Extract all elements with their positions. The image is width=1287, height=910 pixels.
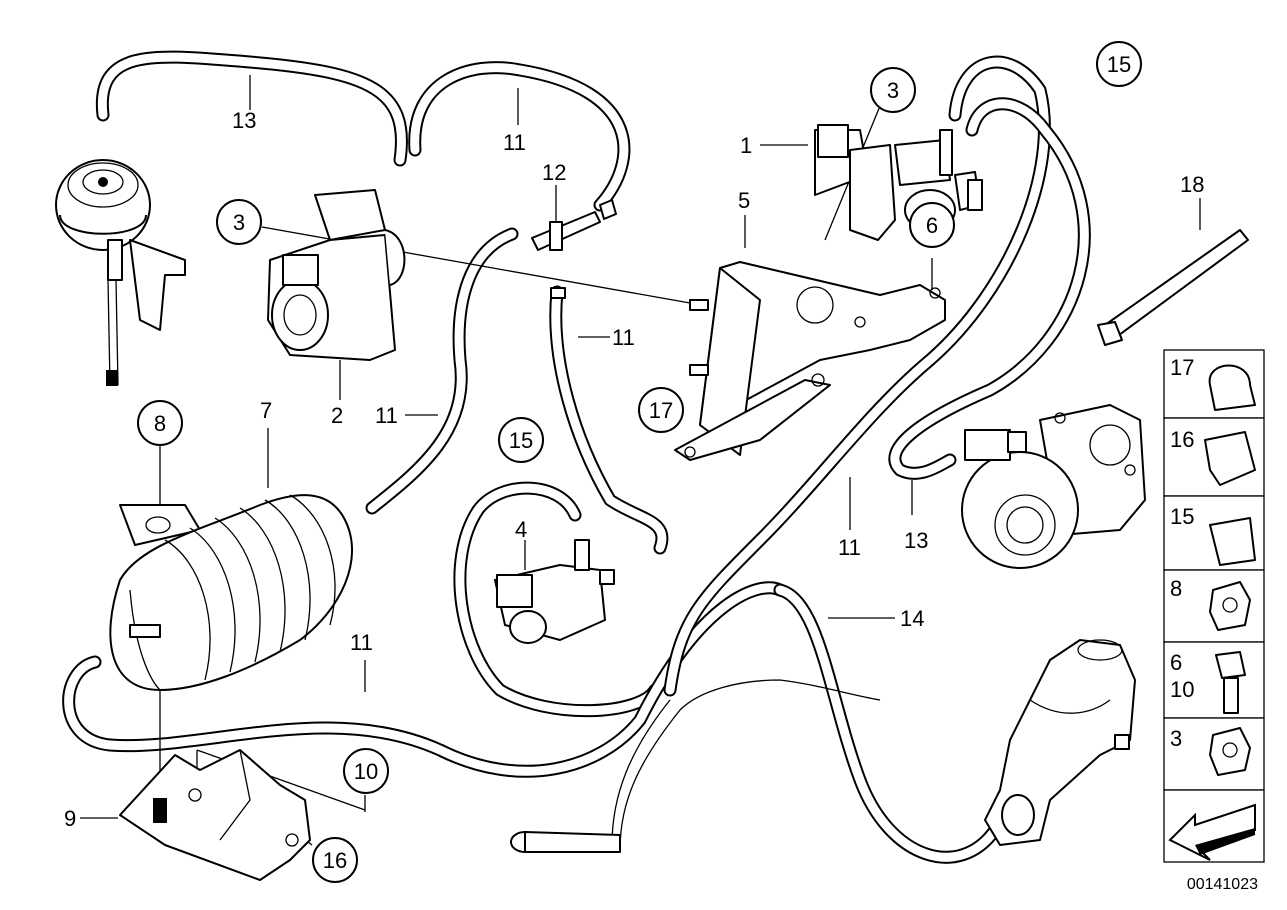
callout-labels: 13 11 12 1 5 18 2 11 11 7 4 11 11 13 14 … [64,108,1204,831]
label-3: 3 [233,210,245,235]
label-7: 7 [260,398,272,423]
label-circle [137,400,183,446]
label-11: 11 [375,403,398,428]
hoses [62,50,1091,864]
label-circle [870,67,916,113]
label-13: 13 [904,528,928,553]
label-circle [216,199,262,245]
label-circle [909,202,955,248]
arrow-icon [1168,803,1256,861]
label-15: 15 [509,428,533,453]
legend-label-15: 15 [1170,504,1194,529]
nut-icon [1209,727,1251,776]
vacuum-reservoir-7 [109,494,354,691]
bracket-16 [119,749,311,881]
legend-panel: 17 16 15 8 6 10 3 [1163,349,1265,863]
label-5: 5 [738,188,750,213]
bracket-5 [674,261,946,461]
clamp-icon [1204,431,1256,486]
nut-icon [1209,581,1251,631]
label-10: 10 [354,759,378,784]
label-3: 3 [887,78,899,103]
label-circle [498,417,544,463]
label-11: 11 [350,630,373,655]
bolt-icon [1215,651,1246,679]
clip-icon [1208,364,1256,411]
label-12: 12 [542,160,566,185]
label-circle [312,837,358,883]
label-8: 8 [154,411,166,436]
label-1: 1 [740,133,752,158]
intake-pipe [984,639,1136,846]
pressure-converter-1 [814,124,983,241]
label-15: 15 [1107,52,1131,77]
label-11: 11 [503,130,526,155]
hose-clip-icon [1209,517,1256,566]
tee-connector-12 [531,199,617,299]
label-circle [1096,41,1142,87]
label-2: 2 [331,403,343,428]
legend-label-17: 17 [1170,355,1194,380]
label-4: 4 [515,517,527,542]
label-9: 9 [64,806,76,831]
circled-labels: 3 3 15 6 8 17 15 10 16 [137,41,1142,883]
label-6: 6 [926,213,938,238]
label-11: 11 [612,325,635,350]
diagram-reference-number: 00141023 [1187,876,1258,893]
legend-label-10: 10 [1170,677,1194,702]
legend-label-6: 6 [1170,650,1182,675]
turbocharger [961,404,1146,569]
label-circle [638,387,684,433]
vacuum-actuator [55,159,186,386]
label-14: 14 [900,606,924,631]
cable-tie-18 [1097,229,1249,346]
label-18: 18 [1180,172,1204,197]
line-background [510,679,881,853]
label-16: 16 [323,848,347,873]
legend-label-16: 16 [1170,427,1194,452]
legend-label-8: 8 [1170,576,1182,601]
pressure-converter-4 [494,539,615,644]
label-13: 13 [232,108,256,133]
label-11: 11 [838,535,861,560]
legend-label-3: 3 [1170,726,1182,751]
pressure-converter-2 [267,189,406,361]
label-circle [343,748,389,794]
label-17: 17 [649,398,673,423]
